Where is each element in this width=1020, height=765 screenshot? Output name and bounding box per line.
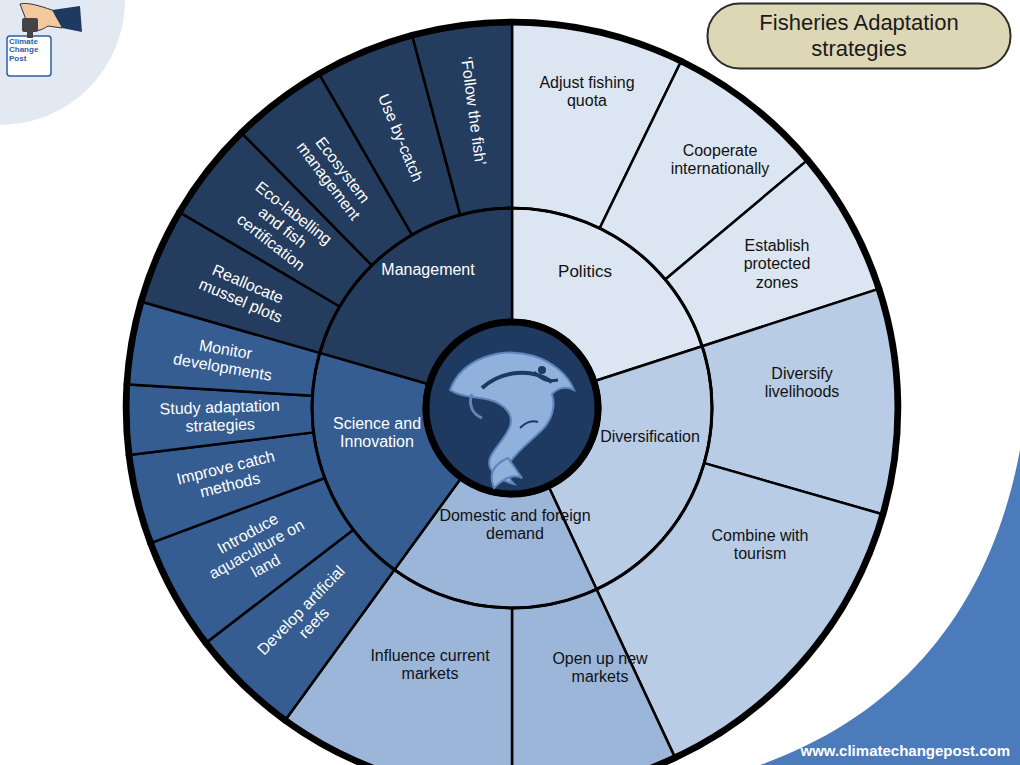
category-label: Diversification bbox=[600, 428, 700, 446]
stamp-icon bbox=[22, 18, 38, 32]
strategy-label: Open up new markets bbox=[540, 650, 660, 687]
category-label: Domestic and foreign demand bbox=[435, 507, 595, 544]
strategy-label: Diversify livelihoods bbox=[742, 365, 862, 402]
fish-illustration bbox=[450, 353, 574, 488]
strategy-label: Combine with tourism bbox=[695, 527, 825, 564]
logo-label: Climate Change Post bbox=[9, 38, 49, 63]
strategy-label: Adjust fishing quota bbox=[522, 74, 652, 111]
title: Fisheries Adaptation strategies bbox=[724, 10, 994, 63]
center-circle bbox=[426, 322, 598, 494]
strategy-label: Study adaptation strategies bbox=[150, 396, 291, 437]
category-label: Politics bbox=[558, 262, 612, 282]
watermark-url: www.climatechangepost.com bbox=[801, 742, 1011, 759]
title-box: Fisheries Adaptation strategies bbox=[706, 2, 1012, 70]
strategy-label: Cooperate internationally bbox=[655, 142, 785, 179]
strategy-label: Influence current markets bbox=[365, 647, 495, 684]
hand-icon bbox=[20, 3, 62, 30]
sector-outline bbox=[512, 589, 676, 765]
corner-shape bbox=[0, 0, 125, 125]
stamp-icon bbox=[27, 30, 33, 38]
sector-outline bbox=[412, 20, 512, 215]
ring-border bbox=[312, 208, 712, 608]
category-label: Management bbox=[381, 261, 474, 279]
category-label: Science and Innovation bbox=[322, 415, 432, 452]
logo-box bbox=[7, 36, 51, 76]
sleeve-icon bbox=[52, 6, 82, 32]
outer-border bbox=[127, 23, 897, 765]
strategy-label: Establish protected zones bbox=[727, 237, 827, 292]
